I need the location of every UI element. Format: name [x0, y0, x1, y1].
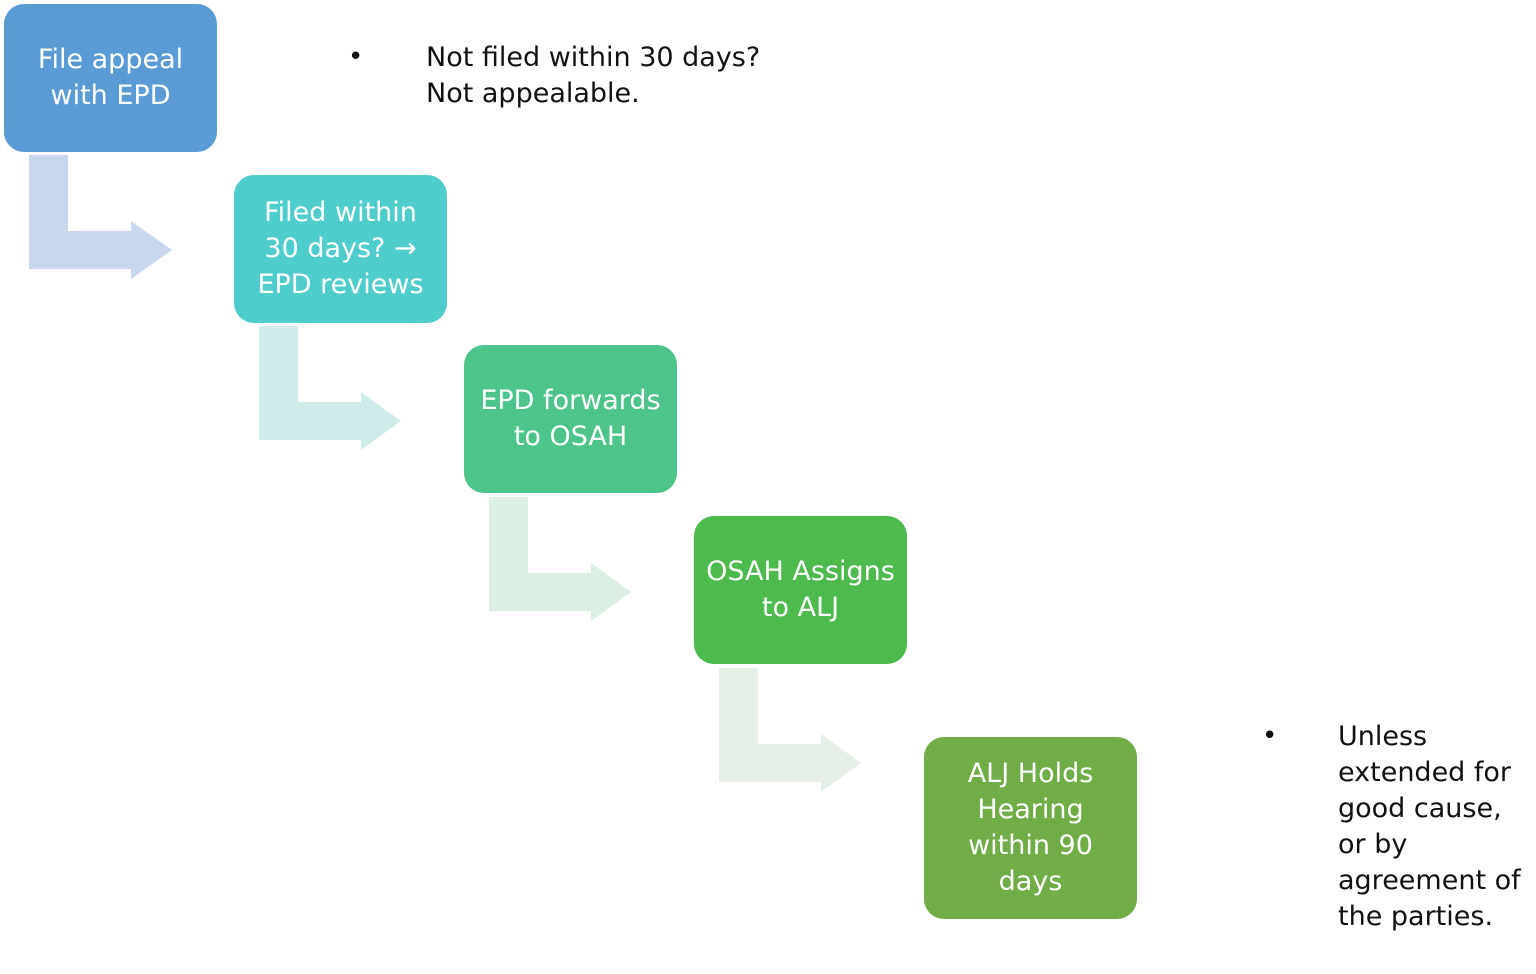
note-extension: Unless extended for good cause, or by ag…	[1338, 721, 1521, 932]
step-epd-reviews: Filed within 30 days? → EPD reviews	[234, 175, 447, 323]
step-label: ALJ Holds Hearing within 90 days	[967, 758, 1094, 897]
step-label: OSAH Assigns to ALJ	[706, 556, 895, 623]
bullet-icon: •	[1262, 721, 1278, 751]
step-label: File appeal with EPD	[37, 44, 184, 111]
step-alj-hearing: ALJ Holds Hearing within 90 days	[924, 737, 1137, 919]
step-file-appeal: File appeal with EPD	[4, 4, 217, 152]
connector-arrow-1	[29, 155, 172, 279]
connector-arrow-3	[489, 497, 631, 621]
note-not-appealable: Not filed within 30 days? Not appealable…	[426, 42, 761, 109]
step-label: Filed within 30 days? → EPD reviews	[257, 197, 424, 300]
connector-arrow-2	[259, 326, 401, 450]
step-epd-forwards: EPD forwards to OSAH	[464, 345, 677, 493]
step-label: EPD forwards to OSAH	[480, 385, 661, 452]
bullet-icon: •	[348, 42, 364, 72]
step-osah-assigns: OSAH Assigns to ALJ	[694, 516, 907, 664]
connector-arrow-4	[719, 668, 861, 792]
